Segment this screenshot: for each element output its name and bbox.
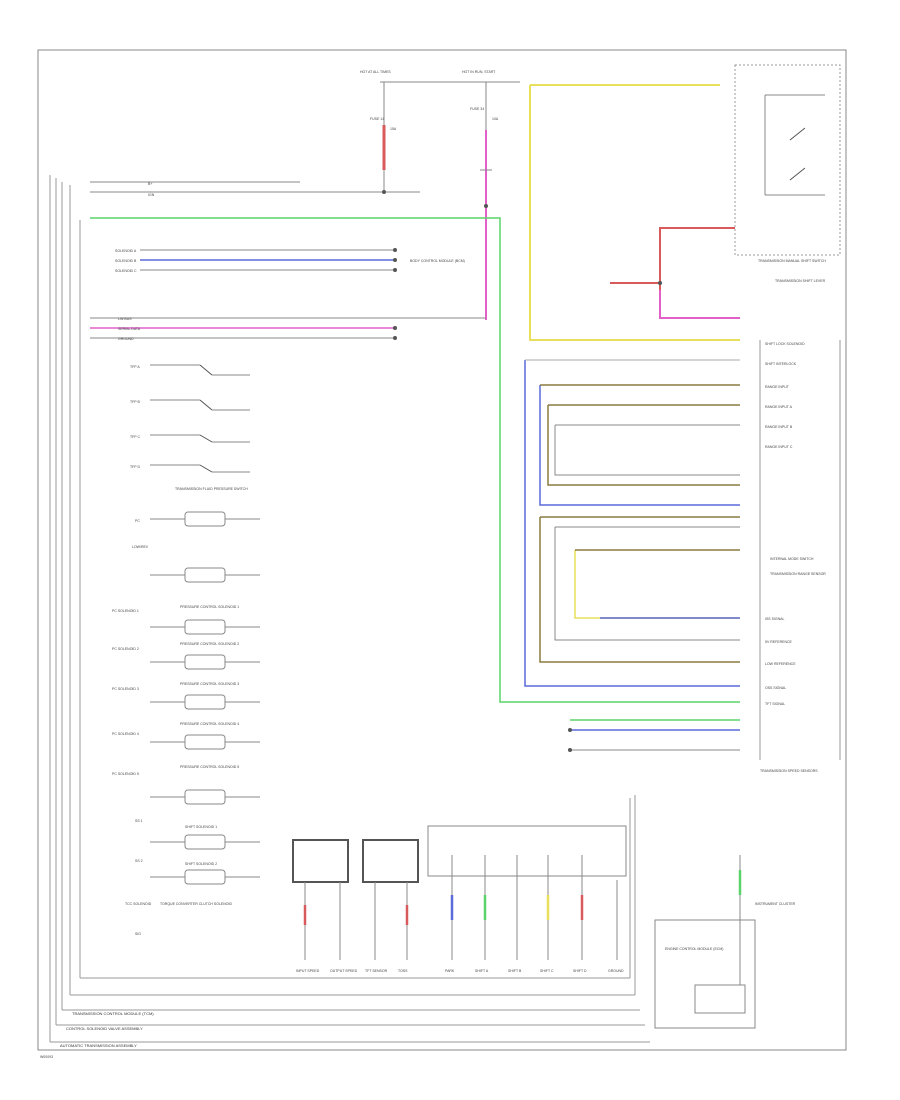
right-label-range-c: RANGE INPUT C [765,445,793,449]
left-label-pc5: PC SOLENOID 5 [112,772,139,776]
footer-module-label: TRANSMISSION CONTROL MODULE (TCM) [72,1011,154,1016]
bottom-label-tft: TFT SENSOR [365,969,388,973]
footer-assembly-label: AUTOMATIC TRANSMISSION ASSEMBLY [60,1043,137,1048]
internal-mode-switch-box [427,825,627,877]
pink-wire-right [659,290,740,319]
right-label-iss: ISS SIGNAL [765,617,785,621]
comp-label-pcs3: PRESSURE CONTROL SOLENOID 3 [180,682,239,686]
comp-label-pcs4: PRESSURE CONTROL SOLENOID 4 [180,722,239,726]
left-label-lowrev: LOW/REV [132,545,149,549]
olive-wire-3 [539,517,740,663]
left-label-tfp-b: TFP B [130,400,141,404]
right-label-mode-switch: INTERNAL MODE SWITCH [770,557,814,561]
comp-label-ss2: SHIFT SOLENOID 2 [185,862,217,866]
comp-label-tfp-switch: TRANSMISSION FLUID PRESSURE SWITCH [175,487,248,491]
right-label-low-ref: LOW REFERENCE [765,662,796,666]
outer-frame [37,49,847,1051]
left-component-boxes [150,511,260,885]
mode-switch-wires [450,855,618,960]
comp-label-ss1: SHIFT SOLENOID 1 [185,825,217,829]
right-label-oss: OSS SIGNAL [765,686,786,690]
left-label-lin: LIN BUS [118,317,132,321]
left-label-pc1: PC SOLENOID 1 [112,609,139,613]
right-label-range-a: RANGE INPUT A [765,405,793,409]
bottom-label-shift-a: SHIFT A [475,969,489,973]
left-label-ss1: SS 1 [135,819,143,823]
right-label-range-sensor: TRANSMISSION RANGE SENSOR [770,572,826,576]
solenoid-switch-group [150,364,250,473]
bottom-label-output-speed: OUTPUT SPEED [330,969,358,973]
bottom-label-toss: TOSS [398,969,408,973]
right-label-manual-switch: TRANSMISSION MANUAL SHIFT SWITCH [758,259,826,263]
blue-wire [524,360,740,687]
comp-label-pcs5: PRESSURE CONTROL SOLENOID 5 [180,765,239,769]
manual-shift-switch-box [734,64,841,256]
fuse-1-label: HOT AT ALL TIMES [360,70,391,74]
gray-wire-1 [554,425,740,476]
left-label-sig: SIG [135,932,141,936]
right-label-range-b: RANGE INPUT B [765,425,793,429]
module-label-ecm: ENGINE CONTROL MODULE (ECM) [665,947,723,951]
corner-id-label: W00093 [40,1055,53,1059]
left-label-tcc: TCC SOLENOID [125,902,152,906]
input-speed-sensor-box [292,839,349,883]
right-label-speed-sensors: TRANSMISSION SPEED SENSORS [760,769,818,773]
comp-label-pcs1: PRESSURE CONTROL SOLENOID 1 [180,605,239,609]
right-label-range-input: RANGE INPUT [765,385,790,389]
olive-wire-2 [547,405,740,486]
left-label-ss2: SS 2 [135,859,143,863]
right-label-shift-lock: SHIFT LOCK SOLENOID [765,342,805,346]
fuse-1-name: FUSE 14 [370,117,384,121]
bottom-label-shift-d: SHIFT D [573,969,587,973]
right-label-tft: TFT SIGNAL [765,702,785,706]
red-wire-right [659,227,735,290]
left-label-bplus: B+ [148,182,152,186]
switch-blade-2 [789,167,806,181]
left-label-pc3: PC SOLENOID 3 [112,687,139,691]
blue-wire-2 [539,385,740,506]
bottom-label-park: PARK [445,969,455,973]
comp-label-pcs2: PRESSURE CONTROL SOLENOID 2 [180,642,239,646]
right-label-5v: 5V REFERENCE [765,640,793,644]
right-label-interlock: SHIFT INTERLOCK [765,362,797,366]
left-label-sol-b: SOLENOID B [115,259,137,263]
module-label-cluster: INSTRUMENT CLUSTER [755,902,796,906]
switch-blade-1 [789,127,806,141]
comp-label-tcc: TORQUE CONVERTER CLUTCH SOLENOID [160,902,232,906]
output-speed-sensor-box [362,839,419,883]
left-label-pc4: PC SOLENOID 4 [112,732,139,736]
bottom-label-ground: GROUND [608,969,624,973]
yellow-wire [529,85,740,341]
fuse-2-amps: 10A [492,117,499,121]
left-label-serial: SERIAL DATA [118,327,141,331]
yellow-wire-2 [574,550,740,619]
fuse-2-name: FUSE 34 [470,107,484,111]
left-label-sol-a: SOLENOID A [115,249,137,253]
left-label-sol-c: SOLENOID C [115,269,137,273]
bottom-label-shift-c: SHIFT C [540,969,554,973]
left-label-ground: GROUND [118,337,134,341]
footer-valve-label: CONTROL SOLENOID VALVE ASSEMBLY [66,1026,143,1031]
fuse-1-amps: 15A [390,127,397,131]
green-bus-wire [90,217,740,703]
module-label-bcm: BODY CONTROL MODULE (BCM) [410,259,465,263]
bottom-label-input-speed: INPUT SPEED [296,969,320,973]
left-label-tfp-c: TFP C [130,435,141,439]
fuse-2-label: HOT IN RUN, START [462,70,496,74]
ecm-outer-box [654,919,756,1029]
left-label-tfp-d: TFP D [130,465,141,469]
left-label-tfp-a: TFP A [130,365,140,369]
connector-dots [382,190,662,752]
gray-wire-2 [554,527,740,641]
bottom-label-shift-b: SHIFT B [508,969,522,973]
ecm-inner-box [694,984,746,1014]
left-label-ign: IGN [148,193,155,197]
left-label-pc: PC [135,519,140,523]
left-label-pc2: PC SOLENOID 2 [112,647,139,651]
right-label-shift-lever: TRANSMISSION SHIFT LEVER [775,279,826,283]
